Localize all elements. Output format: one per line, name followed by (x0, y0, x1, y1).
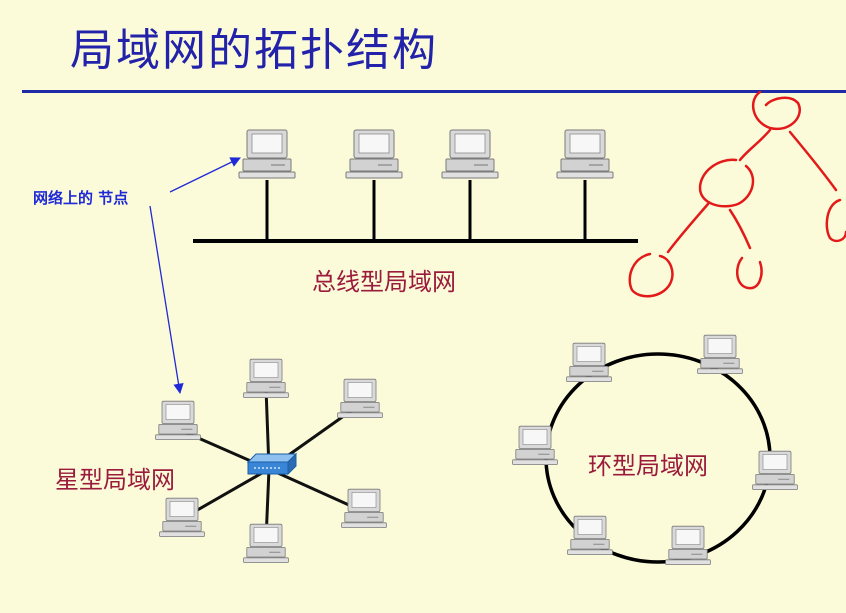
star-topology-label: 星型局域网 (55, 466, 175, 494)
computer-icon (341, 488, 387, 529)
arrow-to-bus-node (169, 157, 241, 193)
page-title: 局域网的拓扑结构 (70, 25, 438, 76)
ring-topology (512, 334, 798, 565)
ring-topology-label: 环型局域网 (588, 452, 708, 480)
handwritten-tree-sketch (628, 90, 846, 298)
computer-icon (512, 425, 558, 466)
computer-icon (665, 525, 711, 565)
node-annotation-label: 网络上的 节点 (33, 189, 129, 207)
arrow-to-star-node (149, 205, 184, 395)
computer-icon (243, 358, 289, 399)
computer-icon (337, 378, 383, 419)
title-divider (22, 90, 846, 93)
sketch-edge (728, 208, 752, 250)
bus-topology-label: 总线型局域网 (312, 268, 456, 296)
computer-icon (238, 129, 296, 179)
star-link-line (268, 467, 361, 512)
computer-icon (697, 334, 743, 374)
computer-icon (556, 129, 614, 179)
bus-topology (193, 129, 638, 243)
sketch-node (825, 198, 846, 243)
star-topology (155, 358, 387, 564)
sketch-node (698, 158, 755, 208)
hub-icon (246, 452, 298, 476)
computer-icon (566, 342, 612, 383)
computer-icon (567, 515, 613, 555)
sketch-root-node (751, 90, 801, 131)
sketch-node (735, 256, 763, 290)
node-annotation-arrows (149, 157, 241, 395)
computer-icon (159, 497, 205, 537)
computer-icon (155, 400, 201, 441)
sketch-edge (666, 202, 710, 254)
computer-icon (441, 129, 499, 179)
sketch-edge (788, 130, 838, 192)
computer-icon (243, 523, 289, 564)
sketch-node (628, 252, 674, 298)
sketch-edge (738, 128, 772, 162)
computer-icon (345, 129, 403, 179)
computer-icon (752, 450, 798, 491)
